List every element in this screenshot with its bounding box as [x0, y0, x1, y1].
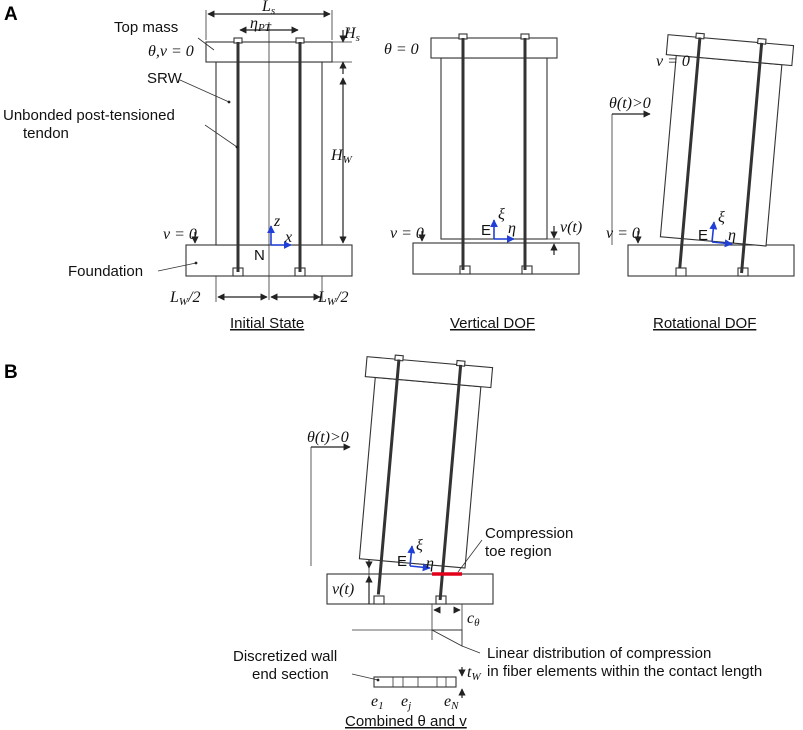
ls-label: Ls [261, 0, 275, 17]
foundation-block-combined [326, 573, 494, 605]
theta-t-label-combined: θ(t)>0 [307, 429, 349, 446]
ej-label: ej [401, 693, 411, 712]
v-zero-initial: v = 0 [163, 226, 197, 243]
xi-label-combined: ξ [416, 537, 423, 554]
theta-t-label-rotational: θ(t)>0 [609, 95, 651, 112]
v-t-label-vertical: v(t) [560, 219, 582, 236]
discretized-label-line1: Discretized wall [233, 648, 337, 665]
z-label: z [273, 213, 281, 230]
compression-toe-label-line2: toe region [485, 543, 552, 560]
e-label-rotational: E [698, 227, 708, 244]
discretized-label-line2: end section [252, 666, 329, 683]
hw-label: HW [330, 147, 353, 166]
c-theta-label: cθ [467, 610, 480, 629]
tendon-label-line2: tendon [23, 125, 69, 142]
discretized-section [373, 676, 457, 688]
compression-toe-label-line1: Compression [485, 525, 573, 542]
eta-pt-label: ηPT [250, 15, 272, 34]
x-label: x [284, 229, 292, 246]
vertical-dof-sketch: θ = 0 v = 0 ξ η E v(t) Vertical DOF [384, 33, 582, 332]
v-t-label-combined: v(t) [332, 581, 354, 598]
linear-distribution-triangle [431, 629, 463, 647]
v-zero-top-rotational: v = 0 [656, 53, 690, 70]
panel-label-b: B [4, 362, 18, 383]
eta-label-rotational: η [728, 227, 736, 244]
xi-axis-rotational [709, 221, 718, 243]
lw-half-left-label: LW/2 [169, 289, 201, 308]
hs-label: Hs [343, 25, 360, 44]
srw-label: SRW [147, 70, 183, 87]
xi-label-rotational: ξ [718, 209, 725, 226]
combined-sketch: θ(t)>0 ξ η E v(t) Compression toe region… [233, 354, 762, 730]
srw-wall-vertical [440, 57, 548, 240]
top-mass-label: Top mass [114, 19, 178, 36]
tendon-label-line1: Unbonded post-tensioned [3, 107, 175, 124]
theta-zero-label: θ = 0 [384, 41, 419, 58]
e-label-vertical: E [481, 222, 491, 239]
foundation-block-rotational [627, 244, 795, 277]
xi-label-vertical: ξ [498, 206, 505, 223]
rotational-dof-sketch: v = 0 θ(t)>0 v = 0 ξ η E Rotational DOF [606, 32, 795, 332]
linear-dist-label-line2: in fiber elements within the contact len… [487, 663, 762, 680]
eta-axis-rotational [711, 239, 733, 248]
eta-label-vertical: η [508, 220, 516, 237]
en-label: eN [444, 693, 459, 712]
n-label: N [254, 247, 265, 264]
caption-rotational-dof: Rotational DOF [653, 315, 756, 332]
caption-combined: Combined θ and v [345, 713, 467, 730]
v-zero-vertical: v = 0 [390, 225, 424, 242]
lw-half-right-label: LW/2 [317, 289, 349, 308]
e1-label: e1 [371, 693, 384, 712]
caption-vertical-dof: Vertical DOF [450, 315, 535, 332]
e-label-combined: E [397, 553, 407, 570]
caption-initial-state: Initial State [230, 315, 304, 332]
xi-axis-combined [407, 545, 416, 567]
tw-label: tW [467, 664, 481, 683]
panel-label-a: A [4, 4, 18, 25]
foundation-label: Foundation [68, 263, 143, 280]
theta-v-zero-label: θ,v = 0 [148, 43, 194, 60]
eta-label-combined: η [426, 555, 434, 572]
initial-state-sketch: Ls ηPT Hs HW LW/2 LW/2 z x N v = 0 Top m… [3, 0, 360, 332]
top-mass-vertical [430, 37, 558, 59]
v-zero-rotational: v = 0 [606, 225, 640, 242]
eta-axis-combined [409, 563, 431, 572]
linear-dist-label-line1: Linear distribution of compression [487, 645, 711, 662]
